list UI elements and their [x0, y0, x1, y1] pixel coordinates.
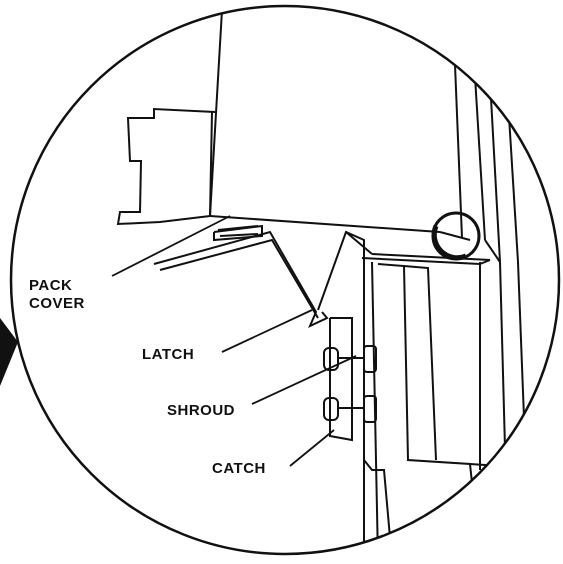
lower-housing	[363, 261, 559, 554]
shroud-label: SHROUD	[167, 402, 235, 419]
detail-pointer-arrow-icon	[0, 318, 18, 386]
pack-cover-label-line2: COVER	[29, 295, 85, 312]
detail-circle	[9, 4, 561, 556]
pack-cover-leader	[111, 215, 231, 277]
shroud-leader	[251, 355, 357, 405]
frame-strips	[473, 59, 519, 263]
latch-label: LATCH	[142, 346, 194, 363]
catch	[323, 317, 377, 442]
latch-leader	[221, 309, 313, 353]
pack-cover-label-line1: PACK	[29, 277, 72, 294]
leader-lines	[111, 215, 357, 467]
latch	[153, 224, 329, 329]
catch-leader	[289, 429, 335, 467]
catch-label: CATCH	[212, 460, 266, 477]
pack-cover	[116, 6, 471, 241]
